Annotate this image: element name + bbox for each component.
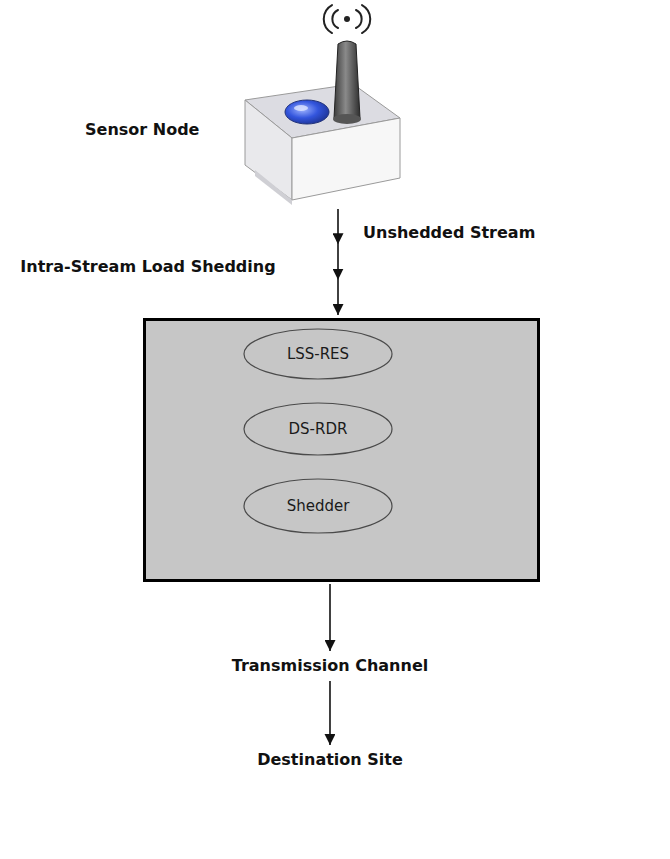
module-heading: Intra-Stream Load Shedding — [13, 257, 283, 277]
text-node: Destination Site — [253, 748, 407, 772]
process-ellipse: Shedder — [243, 478, 393, 534]
node-text: Transmission Channel — [232, 656, 428, 676]
text-node: Transmission Channel — [228, 654, 432, 678]
node-text: DS-RDR — [289, 420, 348, 439]
module-box: Intra-Stream Load SheddingLSS-RESDS-RDRS… — [143, 318, 540, 582]
arrow-connector — [329, 681, 331, 745]
sensor-node-icon — [235, 0, 405, 205]
node-text: Shedder — [287, 497, 350, 516]
edge-label: Unshedded Stream — [360, 222, 538, 244]
sensor-node: Sensor Node — [235, 0, 405, 205]
node-label: Sensor Node — [85, 120, 230, 140]
process-ellipse: DS-RDR — [243, 402, 393, 456]
node-text: LSS-RES — [287, 345, 349, 364]
arrow-connector — [337, 209, 339, 315]
process-ellipse: LSS-RES — [243, 328, 393, 380]
arrow-connector — [329, 584, 331, 651]
node-text: Destination Site — [257, 750, 403, 770]
